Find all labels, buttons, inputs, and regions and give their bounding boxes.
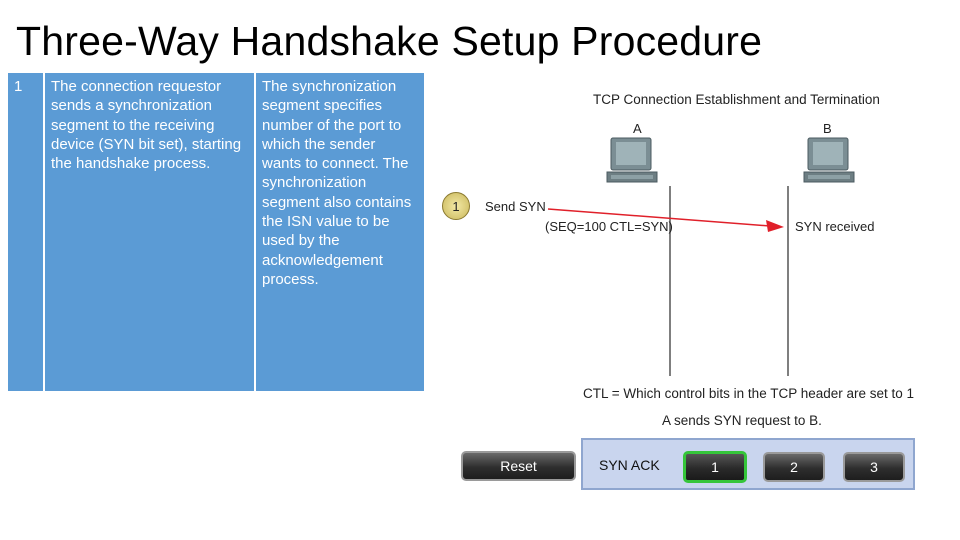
step-1-button[interactable]: 1 [683,451,747,483]
reset-button-label: Reset [500,458,537,474]
step-1-label: 1 [711,459,719,475]
step-badge: 1 [442,192,470,220]
send-syn-label: Send SYN [485,199,546,214]
ctl-note: CTL = Which control bits in the TCP head… [583,386,914,401]
step-3-button[interactable]: 3 [843,452,905,482]
syn-ack-label: SYN ACK [599,457,660,473]
diagram-caption: A sends SYN request to B. [662,413,822,428]
syn-received-label: SYN received [795,219,874,234]
step-3-label: 3 [870,459,878,475]
step-2-button[interactable]: 2 [763,452,825,482]
reset-button[interactable]: Reset [461,451,576,481]
seq-label: (SEQ=100 CTL=SYN) [545,219,673,234]
step-2-label: 2 [790,459,798,475]
